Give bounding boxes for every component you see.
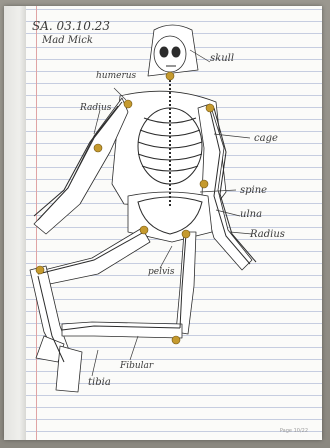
label-skull: skull xyxy=(210,54,234,64)
pin-hip-left xyxy=(140,226,148,234)
femur-right-card xyxy=(176,232,196,334)
pin-elbow-right xyxy=(200,180,208,188)
pointer-tibia xyxy=(92,350,98,376)
pin-shoulder-right xyxy=(206,104,214,112)
label-fibula: Fibular xyxy=(120,362,153,371)
label-pelvis: pelvis xyxy=(148,268,175,277)
notebook: SA. 03.10.23 Mad Mick skull humerus Radi… xyxy=(4,6,322,440)
skeleton-cutout xyxy=(4,6,322,440)
skull-eye-right xyxy=(172,47,180,57)
pointer-radius-lower xyxy=(230,232,252,234)
pin-knee-right xyxy=(172,336,180,344)
skull xyxy=(154,36,186,72)
label-cage: cage xyxy=(254,134,278,144)
pin-hip-right xyxy=(182,230,190,238)
pointer-pelvis xyxy=(160,246,172,268)
header-date: SA. 03.10.23 xyxy=(32,20,110,32)
header-name: Mad Mick xyxy=(42,36,93,46)
label-spine: spine xyxy=(240,186,267,196)
pin-knee-left xyxy=(36,266,44,274)
pin-shoulder-left xyxy=(124,100,132,108)
page-footer: Page 10/22 xyxy=(280,428,308,434)
label-radius-upper: Radius xyxy=(80,104,111,113)
lower-leg-right-card xyxy=(62,322,182,338)
pin-neck xyxy=(166,72,174,80)
label-ulna: ulna xyxy=(240,210,262,220)
label-radius-lower: Radius xyxy=(250,230,285,240)
label-tibia: tibia xyxy=(88,378,111,388)
femur-left-card xyxy=(36,228,150,286)
pointer-fibula xyxy=(130,336,138,360)
skull-eye-left xyxy=(160,47,168,57)
label-humerus: humerus xyxy=(96,72,136,81)
pin-elbow-left xyxy=(94,144,102,152)
